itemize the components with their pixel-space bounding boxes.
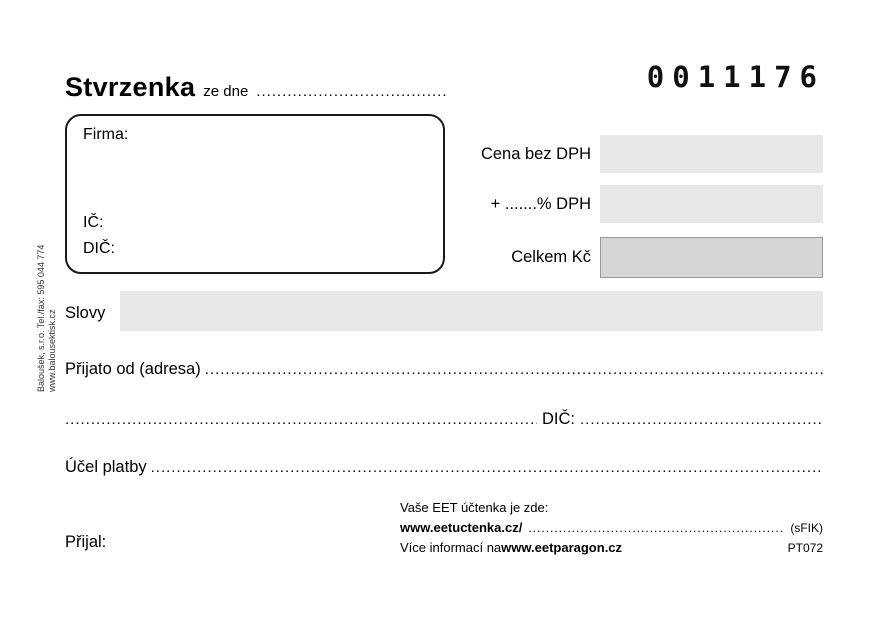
amount-in-words-field (120, 291, 823, 331)
form-title: Stvrzenka (65, 72, 196, 102)
price-without-vat-field (600, 135, 823, 173)
vat-row: + .......% DPH (455, 185, 823, 223)
company-label: Firma: (83, 126, 129, 143)
received-from-fill: ........................................… (204, 361, 823, 378)
received-by-label: Přijal: (65, 533, 107, 551)
sfik-label: (sFIK) (790, 521, 823, 535)
vat-label: + .......% DPH (490, 194, 591, 213)
payment-purpose-label: Účel platby (65, 458, 147, 476)
total-row: Celkem Kč (455, 237, 823, 278)
amount-in-words-label: Slovy (65, 304, 106, 322)
company-box: Firma: IČ: DIČ: (65, 114, 445, 274)
eet-url: www.eetuctenka.cz/ (400, 520, 523, 535)
payment-purpose-line: Účel platby ............................… (65, 458, 823, 477)
total-label: Celkem Kč (511, 248, 591, 266)
more-info-prefix: Více informací na (400, 540, 502, 555)
ic-label: IČ: (83, 214, 104, 231)
serial-number: 0011176 (646, 60, 825, 94)
eet-info-line: Vaše EET účtenka je zde: (400, 500, 823, 515)
eet-block: Vaše EET účtenka je zde: www.eetuctenka.… (400, 500, 823, 560)
fik-fill: ........................................… (528, 521, 785, 535)
total-field (600, 237, 823, 278)
price-without-vat-label: Cena bez DPH (480, 144, 591, 163)
dic-line-label: DIČ: (542, 410, 575, 428)
dic-label: DIČ: (83, 240, 115, 257)
eetparagon-url: www.eetparagon.cz (501, 540, 623, 555)
title-row: Stvrzenka ze dne .......................… (65, 72, 447, 103)
dic-fill: ........................................… (580, 411, 823, 428)
form-code: PT072 (787, 541, 823, 555)
received-from-line: Přijato od (adresa) ....................… (65, 360, 823, 379)
address-fill: ........................................… (65, 411, 537, 428)
vat-field (600, 185, 823, 223)
more-info-line: Více informací na www.eetparagon.cz PT07… (400, 540, 823, 555)
price-without-vat-row: Cena bez DPH (455, 135, 823, 173)
payment-purpose-fill: ........................................… (150, 459, 823, 476)
address-dic-line: ........................................… (65, 410, 823, 429)
date-fill-line: ........................................… (256, 83, 447, 100)
date-label: ze dne (203, 83, 249, 100)
eet-url-line: www.eetuctenka.cz/ .....................… (400, 520, 823, 535)
received-from-label: Přijato od (adresa) (65, 360, 201, 378)
eet-receipt-label: Vaše EET účtenka je zde: (400, 500, 549, 515)
